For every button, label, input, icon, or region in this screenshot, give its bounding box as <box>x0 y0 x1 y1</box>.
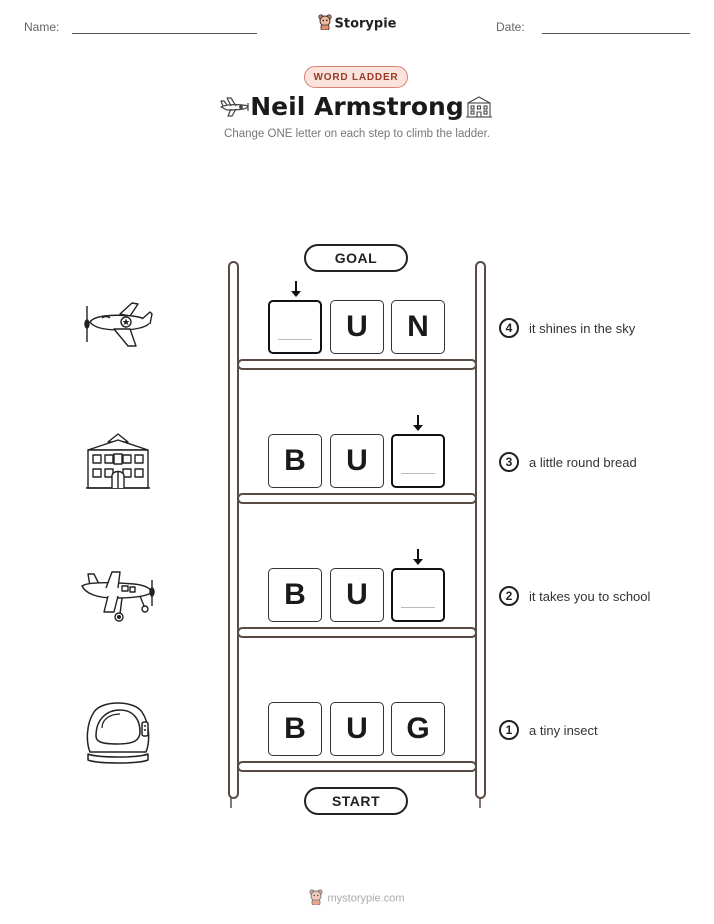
bear-logo-icon <box>309 889 324 908</box>
ladder-left-rail <box>228 261 239 799</box>
bear-logo-icon <box>317 14 332 34</box>
propeller-plane-icon <box>78 566 158 629</box>
instructions: Change ONE letter on each step to climb … <box>224 128 490 140</box>
letter-tile: B <box>268 568 322 622</box>
letter-tile: U <box>330 300 384 354</box>
clue-text: it shines in the sky <box>529 321 636 336</box>
page-title: Neil Armstrong <box>250 92 464 121</box>
clue-number: 2 <box>499 586 519 606</box>
letter-tile: U <box>330 434 384 488</box>
letter-tile: B <box>268 434 322 488</box>
title-airplane-icon <box>217 95 251 124</box>
date-line[interactable] <box>542 33 690 34</box>
letter-tile-blank[interactable] <box>391 568 445 622</box>
start-label: START <box>304 787 408 815</box>
word-ladder-badge: WORD LADDER <box>304 66 408 88</box>
ladder-rung <box>237 627 477 638</box>
clue-text: it takes you to school <box>529 589 651 604</box>
brand-name: Storypie <box>334 16 397 32</box>
letter-tile: G <box>391 702 445 756</box>
footer-url[interactable]: mystorypie.com <box>327 892 405 905</box>
brand-logo: Storypie <box>0 14 714 34</box>
letter-tile: N <box>391 300 445 354</box>
school-building-icon <box>84 432 152 497</box>
change-arrow-icon <box>412 548 424 571</box>
change-arrow-icon <box>290 280 302 303</box>
clue-number: 1 <box>499 720 519 740</box>
clue-number: 4 <box>499 318 519 338</box>
name-line[interactable] <box>72 33 257 34</box>
clue-text: a little round bread <box>529 455 637 470</box>
footer: mystorypie.com <box>0 889 714 908</box>
ladder-rung <box>237 761 477 772</box>
change-arrow-icon <box>412 414 424 437</box>
astronaut-helmet-icon <box>84 696 152 771</box>
letter-tile: U <box>330 568 384 622</box>
title-building-icon <box>465 95 493 124</box>
clue-text: a tiny insect <box>529 723 598 738</box>
date-label: Date: <box>496 20 525 34</box>
letter-tile-blank[interactable] <box>391 434 445 488</box>
letter-tile: U <box>330 702 384 756</box>
airplane-icon <box>80 300 154 355</box>
letter-tile-blank[interactable] <box>268 300 322 354</box>
ladder-rung <box>237 493 477 504</box>
goal-label: GOAL <box>304 244 408 272</box>
ladder-right-rail <box>475 261 486 799</box>
ladder-rung <box>237 359 477 370</box>
name-label: Name: <box>24 20 60 34</box>
letter-tile: B <box>268 702 322 756</box>
clue-number: 3 <box>499 452 519 472</box>
